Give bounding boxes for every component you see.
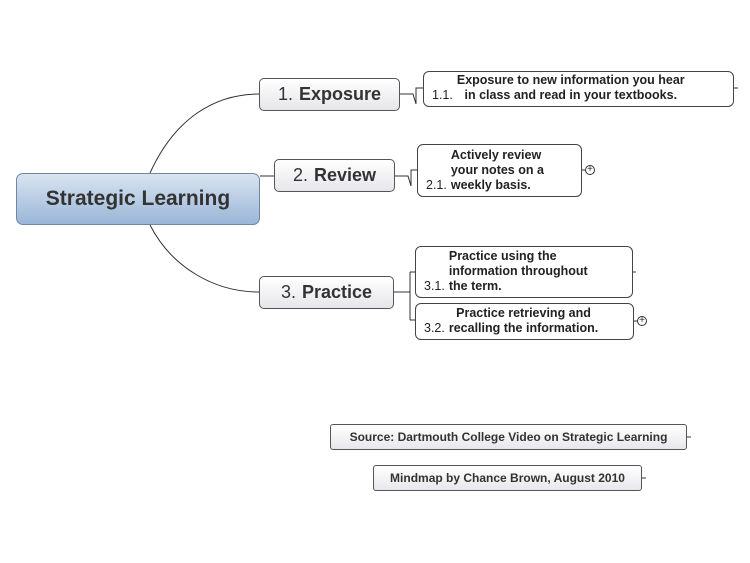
branch-number: 3.	[280, 282, 296, 302]
branch-exposure[interactable]: 1. Exposure	[259, 78, 400, 111]
connector-root-exposure	[149, 93, 260, 174]
subtopic-line: in class and read in your textbooks.	[464, 88, 678, 102]
subtopic-line: recalling the information.	[448, 321, 599, 335]
author-note-text: Mindmap by Chance Brown, August 2010	[390, 471, 625, 485]
subtopic-number: 2.1.	[426, 178, 447, 192]
subtopic-line: information throughout	[448, 264, 588, 278]
subtopic-text: Practice using the information throughou…	[449, 249, 588, 294]
subtopic-text: Exposure to new information you hear in …	[457, 73, 685, 103]
subtopic-line: Actively review	[450, 148, 542, 162]
connector-practice-leaves	[394, 271, 415, 321]
subtopic-line: weekly basis.	[450, 178, 531, 192]
source-note-text: Source: Dartmouth College Video on Strat…	[349, 430, 668, 444]
branch-label: Practice	[301, 282, 373, 302]
plus-circle-icon[interactable]: +	[585, 165, 595, 175]
connector-review-leaf	[395, 169, 417, 187]
subtopic-line: Exposure to new information you hear	[456, 73, 685, 87]
branch-number: 1.	[277, 84, 293, 104]
subtopic-line: the term.	[448, 279, 502, 293]
subtopic-2-1[interactable]: 2.1. Actively review your notes on a wee…	[417, 144, 582, 197]
branch-practice[interactable]: 3. Practice	[259, 276, 394, 309]
subtopic-3-2[interactable]: 3.2. Practice retrieving and recalling t…	[415, 303, 634, 340]
subtopic-line: Practice using the	[448, 249, 557, 263]
branch-number: 2.	[292, 165, 308, 185]
author-note[interactable]: Mindmap by Chance Brown, August 2010	[373, 465, 642, 491]
subtopic-number: 3.2.	[424, 321, 445, 335]
subtopic-text: Practice retrieving and recalling the in…	[449, 306, 598, 336]
subtopic-text: Actively review your notes on a weekly b…	[451, 148, 544, 193]
branch-review[interactable]: 2. Review	[274, 159, 395, 192]
subtopic-number: 3.1.	[424, 279, 445, 293]
connector-root-practice	[149, 224, 260, 293]
subtopic-number: 1.1.	[432, 88, 453, 102]
subtopic-3-1[interactable]: 3.1. Practice using the information thro…	[415, 246, 633, 298]
subtopic-line: your notes on a	[450, 163, 544, 177]
branch-label: Review	[313, 165, 377, 185]
source-note[interactable]: Source: Dartmouth College Video on Strat…	[330, 424, 687, 450]
subtopic-line: Practice retrieving and	[456, 306, 591, 320]
connector-exposure-leaf	[400, 87, 423, 105]
subtopic-1-1[interactable]: 1.1. Exposure to new information you hea…	[423, 71, 734, 107]
plus-circle-icon[interactable]: +	[637, 316, 647, 326]
root-topic-label: Strategic Learning	[45, 187, 231, 210]
root-topic[interactable]: Strategic Learning	[16, 173, 260, 225]
branch-label: Exposure	[298, 84, 382, 104]
